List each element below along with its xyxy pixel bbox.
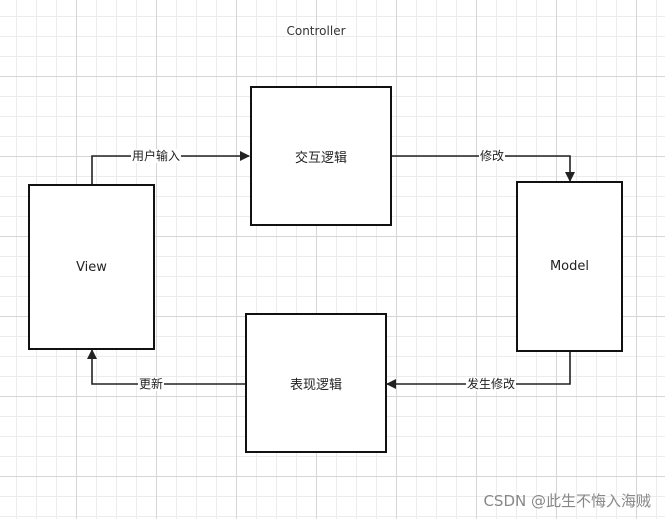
edge-label-changed: 发生修改: [466, 377, 517, 391]
node-presentation-logic: 表现逻辑: [245, 313, 387, 453]
edge-label-modify: 修改: [479, 149, 506, 163]
edge-changed: [386, 352, 571, 389]
node-view: View: [28, 184, 155, 350]
node-interaction-logic: 交互逻辑: [250, 86, 392, 226]
node-presentation-logic-label: 表现逻辑: [289, 377, 342, 393]
edge-update: [87, 349, 246, 385]
edge-modify: [391, 155, 575, 182]
diagram-title: Controller: [286, 24, 346, 38]
node-interaction-logic-label: 交互逻辑: [294, 150, 347, 166]
edge-user-input: [91, 151, 250, 184]
node-model: Model: [516, 181, 623, 352]
edge-label-user-input: 用户输入: [131, 149, 182, 163]
node-view-label: View: [76, 259, 107, 275]
node-model-label: Model: [549, 259, 590, 274]
watermark: CSDN @此生不悔入海贼: [483, 492, 651, 510]
edge-label-update: 更新: [138, 377, 165, 391]
